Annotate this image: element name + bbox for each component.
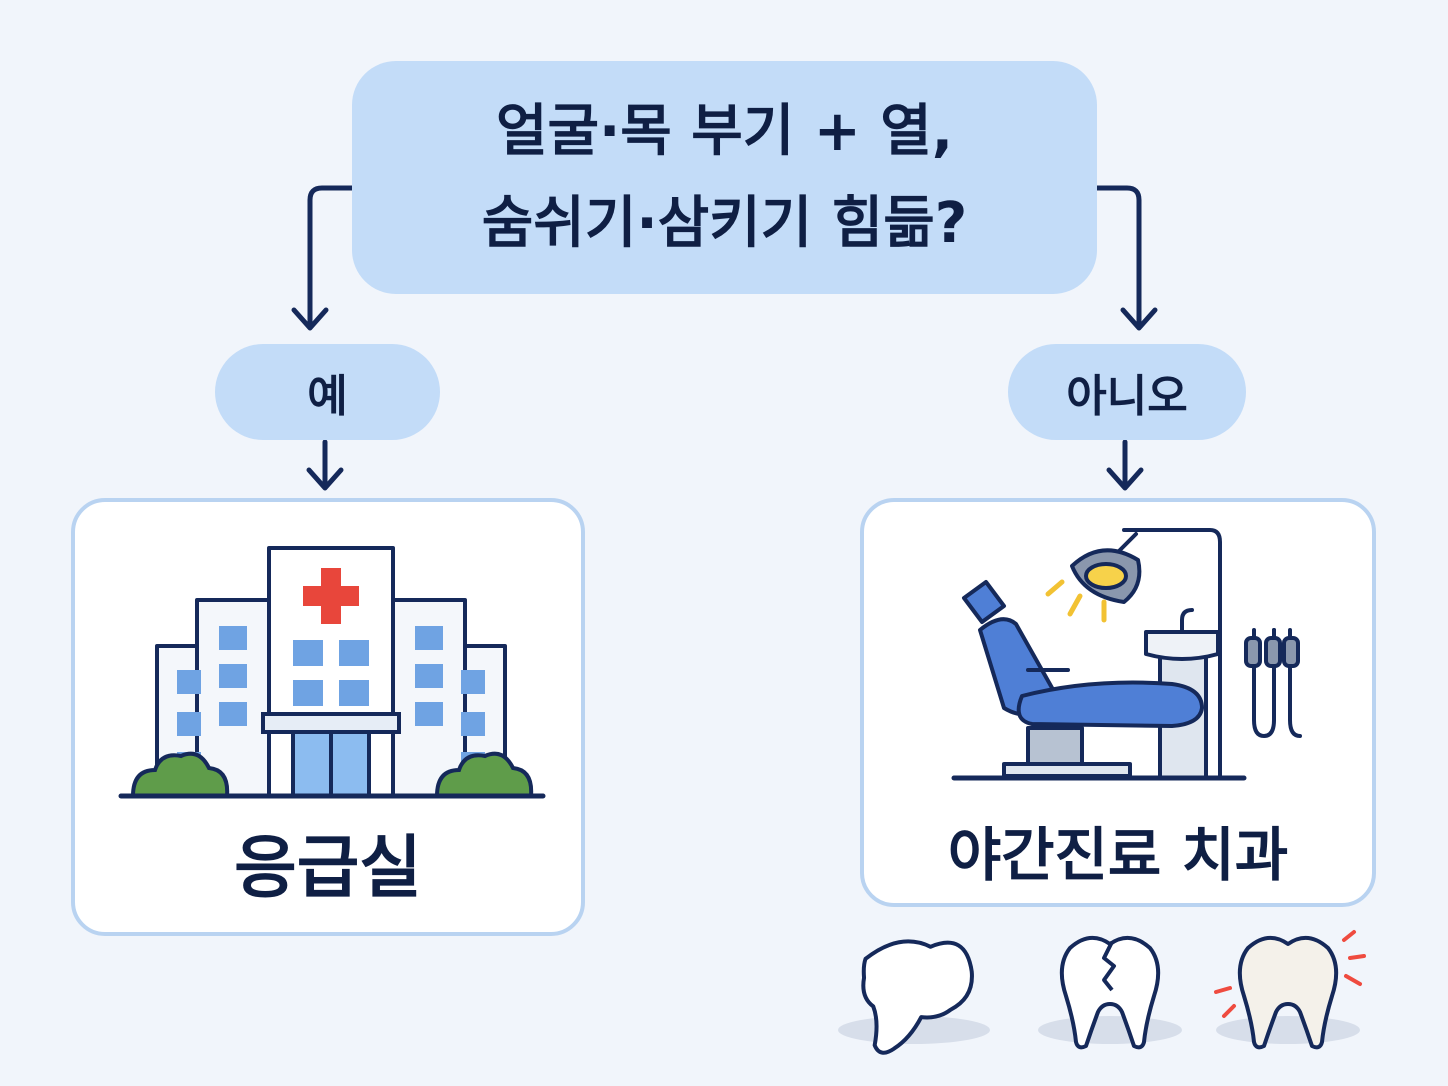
dental-chair-icon bbox=[951, 528, 1302, 781]
question-line-2: 숨쉬기·삼키기 힘듦? bbox=[481, 190, 968, 256]
painful-tooth-icon bbox=[1214, 930, 1366, 1050]
cracked-tooth-icon bbox=[1038, 936, 1182, 1050]
yes-branch-label: 예 bbox=[215, 344, 440, 440]
red-cross-icon bbox=[303, 568, 359, 624]
question-line-1: 얼굴·목 부기 + 열, bbox=[495, 98, 954, 164]
arrow-to-yes bbox=[307, 185, 355, 329]
hospital-building-icon bbox=[118, 546, 546, 799]
arrow-to-no-head bbox=[1120, 307, 1158, 331]
arrow-to-yes-head bbox=[291, 307, 329, 331]
tooth-icons-row bbox=[838, 930, 1366, 1055]
question-box: 얼굴·목 부기 + 열, 숨쉬기·삼키기 힘듦? bbox=[352, 61, 1097, 294]
no-branch-label: 아니오 bbox=[1008, 344, 1246, 440]
night-dental-clinic-card: 야간진료 치과 bbox=[860, 498, 1376, 907]
arrow-to-no bbox=[1094, 185, 1142, 329]
arrow-no-to-dent-head bbox=[1106, 467, 1144, 491]
tooth-icon bbox=[838, 939, 990, 1055]
bush-right-icon bbox=[434, 751, 534, 798]
night-dental-clinic-label: 야간진료 치과 bbox=[947, 821, 1289, 889]
arrow-yes-to-er-head bbox=[306, 467, 344, 491]
emergency-room-label: 응급실 bbox=[234, 829, 422, 908]
bush-left-icon bbox=[130, 751, 230, 798]
emergency-room-card: 응급실 bbox=[71, 498, 585, 936]
